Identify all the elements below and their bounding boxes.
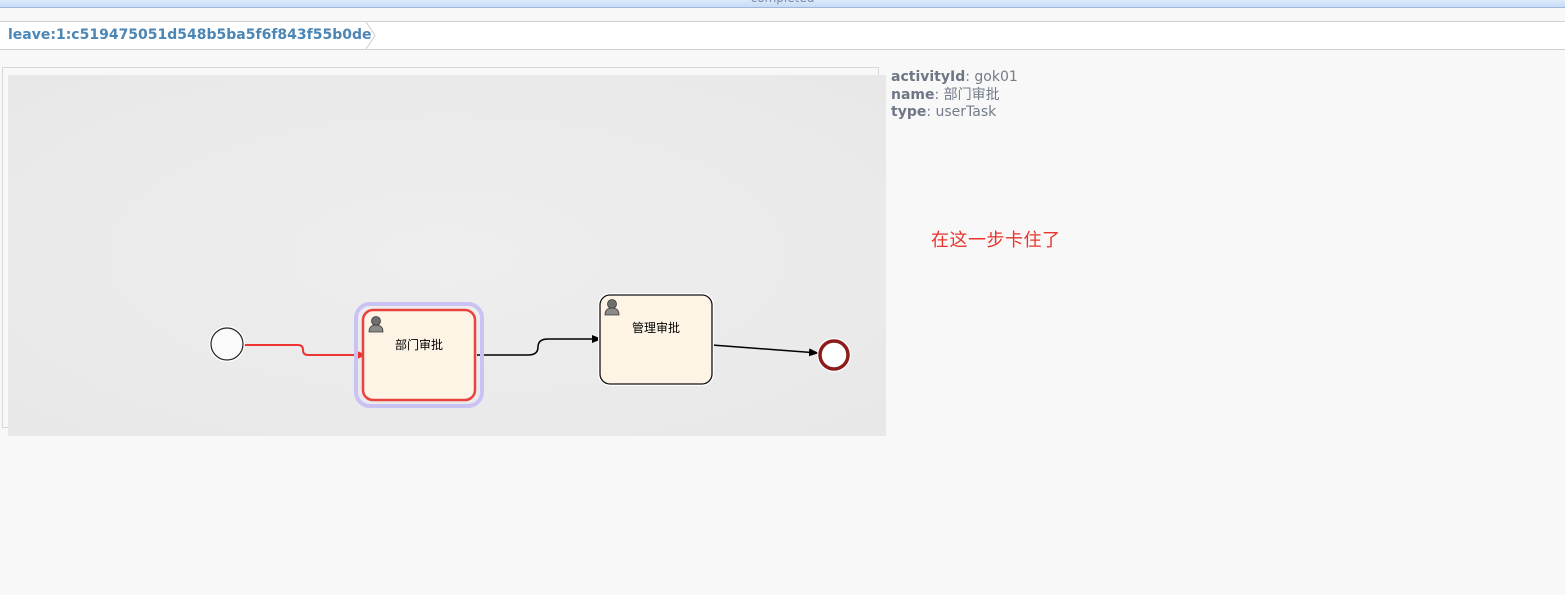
- breadcrumb-separator-icon: [365, 22, 376, 49]
- activity-type-value: userTask: [935, 104, 997, 120]
- activity-info-panel: activityId: gok01 name: 部门审批 type: userT…: [891, 69, 1018, 122]
- info-row-name: name: 部门审批: [891, 86, 1000, 103]
- task-department-approval[interactable]: [361, 308, 477, 402]
- sequence-flow: [477, 335, 602, 356]
- process-diagram: 部门审批 管理审批: [8, 75, 886, 436]
- top-status-strip: completed: [0, 0, 1565, 8]
- process-diagram-canvas: 部门审批 管理审批: [8, 75, 886, 436]
- breadcrumb: leave:1:c519475051d548b5ba5f6f843f55b0de: [0, 21, 1565, 50]
- start-event[interactable]: [210, 327, 244, 361]
- info-row-type: type: userTask: [891, 104, 997, 120]
- activity-name-value: 部门审批: [943, 86, 1000, 103]
- user-task-icon: [604, 299, 620, 316]
- sequence-flow: [711, 344, 819, 357]
- info-row-activity-id: activityId: gok01: [891, 69, 1018, 85]
- end-event[interactable]: [818, 339, 850, 371]
- task-label: 管理审批: [632, 320, 680, 335]
- annotation-note: 在这一步卡住了: [931, 230, 1061, 251]
- activity-id-value: gok01: [974, 69, 1018, 85]
- user-task-icon: [368, 316, 384, 333]
- breadcrumb-item-process[interactable]: leave:1:c519475051d548b5ba5f6f843f55b0de: [8, 27, 372, 43]
- top-strip-label: completed: [0, 0, 1565, 5]
- active-task-highlight: [354, 302, 484, 408]
- task-management-approval[interactable]: [599, 294, 713, 385]
- sequence-flow-active: [244, 344, 367, 359]
- task-label: 部门审批: [395, 337, 443, 352]
